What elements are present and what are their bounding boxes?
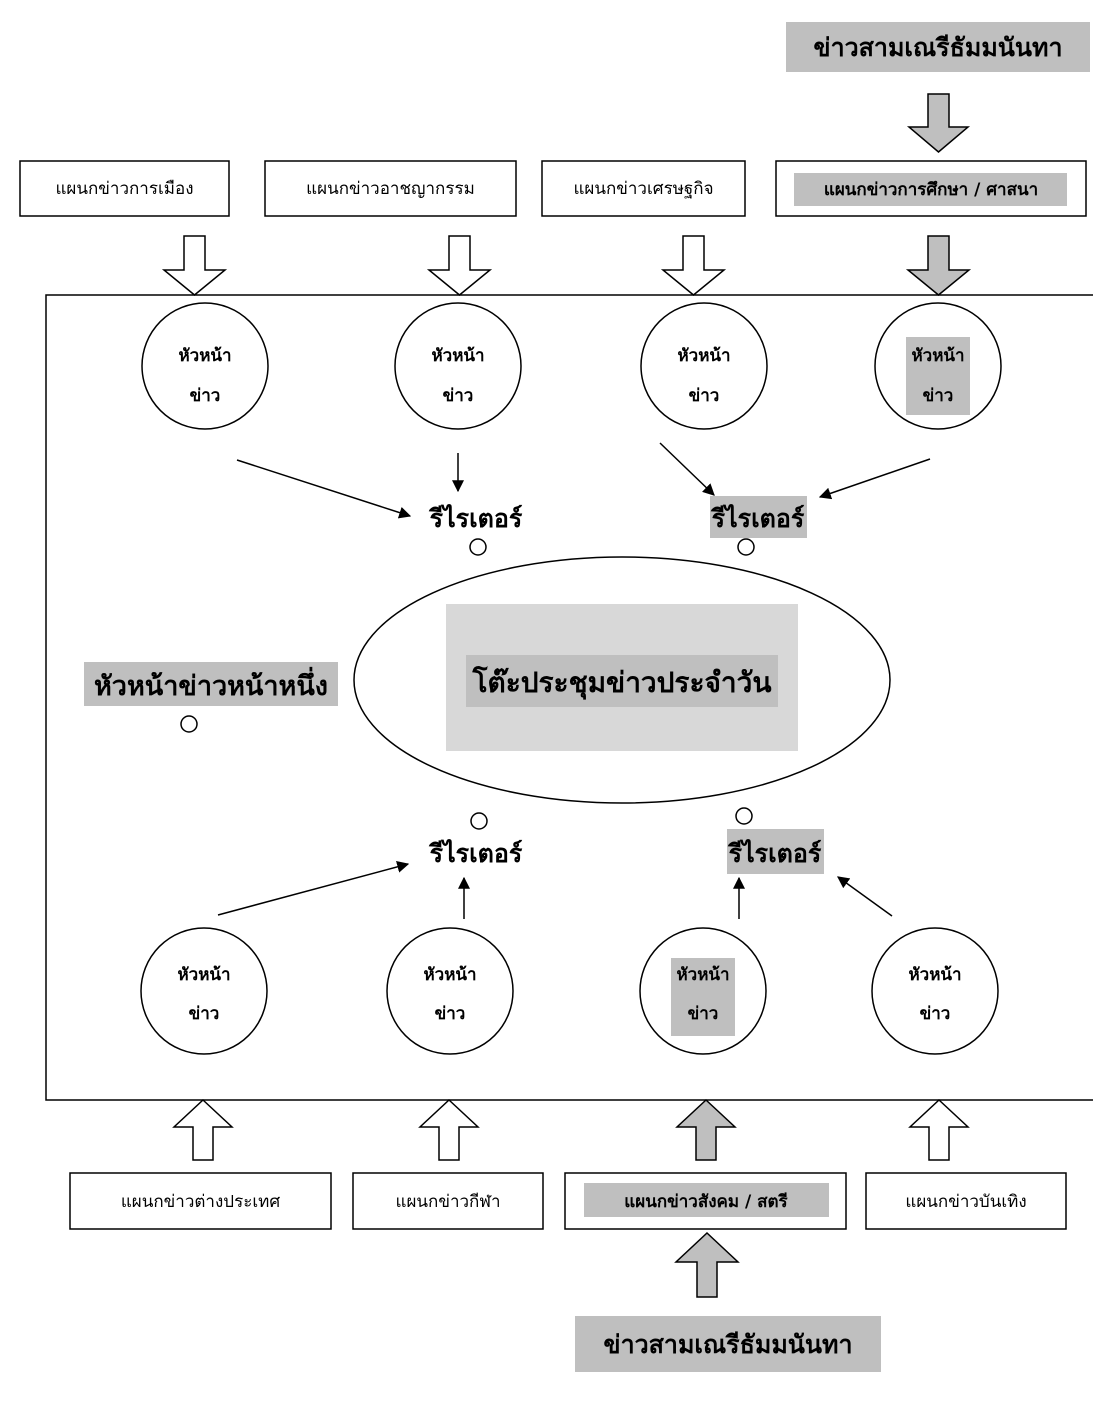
dept-label: แผนกข่าวการศึกษา / ศาสนา [824,180,1038,200]
front-page-editor-label: หัวหน้าข่าวหน้าหนึ่ง [94,666,328,702]
meeting-table-highlight [466,655,778,707]
editor-title: หัวหน้า [431,346,484,366]
dept-label: แผนกข่าวการเมือง [55,179,193,199]
source-highlight-bottom [575,1316,881,1372]
rewriter-seat-top-right [737,538,755,556]
front-page-editor-highlight [84,662,338,706]
rewriter-highlight-top-right [710,496,807,538]
source-label-top: ข่าวสามเณรีธัมมนันทา [813,33,1062,62]
rewriter-highlight-bottom-right [727,829,824,874]
dept-label: แผนกข่าวสังคม / สตรี [624,1191,788,1212]
editor-subtitle: ข่าว [190,386,221,406]
dept-box-economy: แผนกข่าวเศรษฐกิจ [541,160,746,217]
dept-box-education: แผนกข่าวการศึกษา / ศาสนา [775,160,1087,217]
editor-title: หัวหน้า [676,965,729,985]
dept-label: แผนกข่าวบันเทิง [905,1192,1026,1212]
editor-title: หัวหน้า [423,965,476,985]
dept-box-sports: แผนกข่าวกีฬา [352,1172,544,1230]
arrow-editor5-to-rewriter [217,861,410,916]
newsroom-frame [45,294,1093,1101]
rewriter-seat-top-left [469,538,487,556]
news-editor-5: หัวหน้า ข่าว [140,927,268,1055]
arrow-editor4-to-rewriter [818,458,931,500]
meeting-table-label: โต๊ะประชุมข่าวประจำวัน [471,665,771,700]
news-editor-1: หัวหน้า ข่าว [141,302,269,430]
dept-box-entertainment: แผนกข่าวบันเทิง [865,1172,1067,1230]
editor-subtitle: ข่าว [689,386,720,406]
front-page-editor-seat [180,715,198,733]
dept-box-crime: แผนกข่าวอาชญากรรม [264,160,517,217]
rewriter-label-bottom-right: รีไรเตอร์ [727,838,822,868]
arrow-down-crime [426,235,493,296]
arrow-up-society [675,1098,737,1161]
editor-subtitle: ข่าว [443,386,474,406]
news-editor-3: หัวหน้า ข่าว [640,302,768,430]
news-editor-7: หัวหน้า ข่าว [639,927,767,1055]
arrow-up-sports [418,1098,480,1161]
editor-subtitle: ข่าว [189,1004,220,1024]
news-editor-4: หัวหน้า ข่าว [874,302,1002,430]
editor-title: หัวหน้า [911,346,964,366]
dept-box-foreign: แผนกข่าวต่างประเทศ [69,1172,332,1230]
arrow-up-foreign [172,1098,234,1161]
editor-title: หัวหน้า [908,965,961,985]
news-editor-8: หัวหน้า ข่าว [871,927,999,1055]
editor-title: หัวหน้า [177,965,230,985]
news-editor-2: หัวหน้า ข่าว [394,302,522,430]
dept-label: แผนกข่าวอาชญากรรม [306,179,475,199]
rewriter-seat-bottom-left [470,812,488,830]
arrow-editor3-to-rewriter [659,442,715,496]
rewriter-label-top-left: รีไรเตอร์ [428,503,523,533]
arrow-up-entertainment [908,1098,970,1161]
dept-label: แผนกข่าวเศรษฐกิจ [573,179,713,199]
editor-subtitle: ข่าว [688,1004,719,1024]
rewriter-seat-bottom-right [735,807,753,825]
editor-title: หัวหน้า [677,346,730,366]
editor-subtitle: ข่าว [435,1004,466,1024]
dept-label: แผนกข่าวกีฬา [395,1192,500,1212]
arrow-down-economy [660,235,727,296]
rewriter-label-bottom-left: รีไรเตอร์ [428,838,523,868]
dept-box-politics: แผนกข่าวการเมือง [19,160,230,217]
editor-title: หัวหน้า [178,346,231,366]
source-label-bottom: ข่าวสามเณรีธัมมนันทา [603,1330,852,1359]
editor-subtitle: ข่าว [920,1004,951,1024]
rewriter-label-top-right: รีไรเตอร์ [710,503,805,533]
news-editor-6: หัวหน้า ข่าว [386,927,514,1055]
arrow-source-to-society [674,1231,740,1298]
dept-label: แผนกข่าวต่างประเทศ [121,1192,281,1212]
source-highlight-top [786,22,1090,72]
arrow-source-to-education [906,93,971,153]
arrow-down-education [905,235,972,296]
arrow-down-politics [161,235,228,296]
arrow-editor8-to-rewriter [837,876,893,917]
arrow-editor1-to-rewriter [236,459,412,519]
dept-box-society: แผนกข่าวสังคม / สตรี [564,1172,847,1230]
editor-subtitle: ข่าว [923,386,954,406]
